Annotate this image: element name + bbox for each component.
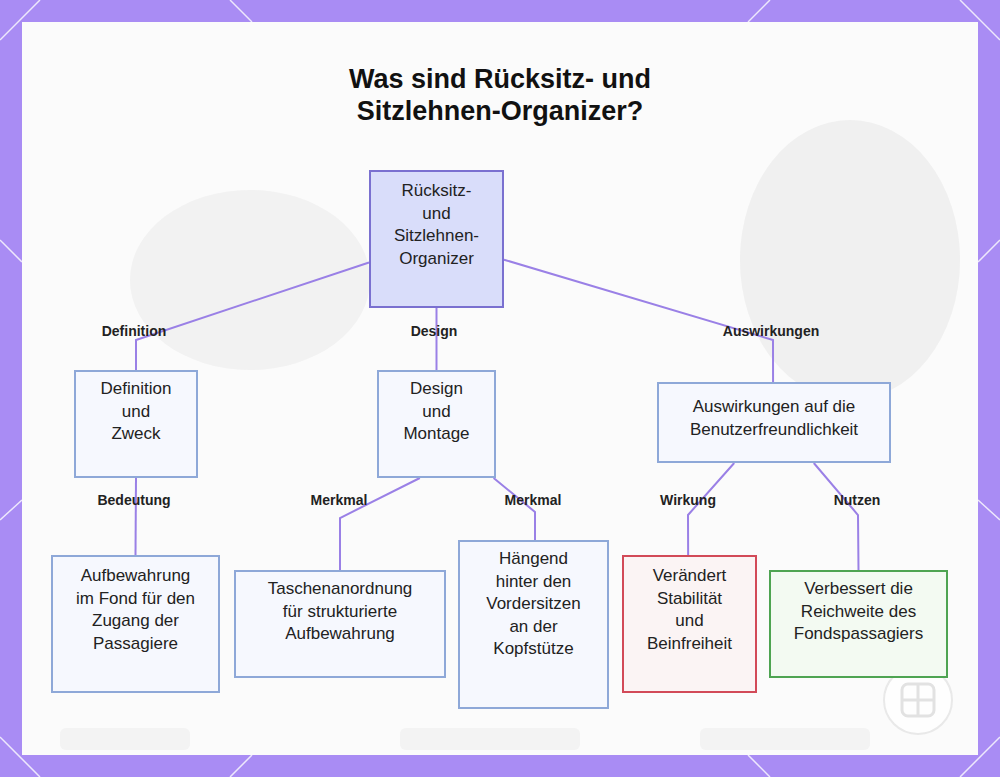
node-label: Hängend hinter den Vordersitzen an der K… <box>482 548 586 661</box>
node-label: Aufbewahrung im Fond für den Zugang der … <box>75 565 197 655</box>
topic-box: Definition und Zweck <box>74 370 198 478</box>
connector-line <box>504 260 773 382</box>
connector-line <box>688 463 734 555</box>
edge-label: Nutzen <box>834 492 881 508</box>
edge-label: Wirkung <box>660 492 716 508</box>
connector-line <box>135 478 138 555</box>
connector-line <box>136 262 369 370</box>
edge-label: Auswirkungen <box>723 323 819 339</box>
node-label: Verändert Stabilität und Beinfreiheit <box>641 565 739 655</box>
node-label: Rücksitz- und Sitzlehnen-Organizer <box>391 180 483 270</box>
topic-box: Design und Montage <box>377 370 496 478</box>
diagram-title: Was sind Rücksitz- und Sitzlehnen-Organi… <box>300 63 700 127</box>
edge-label: Merkmal <box>505 492 562 508</box>
connector-line <box>494 478 535 540</box>
node-label: Verbessert die Reichweite des Fondspassa… <box>790 578 928 646</box>
panel-overlay <box>22 22 978 755</box>
edge-label: Definition <box>102 323 167 339</box>
node-label: Auswirkungen auf die Benutzerfreundlichk… <box>672 396 877 441</box>
edge-label: Design <box>411 323 458 339</box>
connector-line <box>340 478 420 570</box>
root-box: Rücksitz- und Sitzlehnen-Organizer <box>369 170 504 308</box>
node-label: Taschenanordnung für strukturierte Aufbe… <box>256 578 424 646</box>
edge-label: Bedeutung <box>97 492 170 508</box>
node-label: Design und Montage <box>400 378 474 446</box>
detail-box: Aufbewahrung im Fond für den Zugang der … <box>51 555 220 693</box>
detail-box: Taschenanordnung für strukturierte Aufbe… <box>234 570 446 678</box>
edge-label: Merkmal <box>311 492 368 508</box>
benefit-box: Verbessert die Reichweite des Fondspassa… <box>769 570 948 678</box>
connector-line <box>436 308 438 370</box>
connector-line <box>814 463 859 570</box>
panel <box>22 22 978 755</box>
topic-box: Auswirkungen auf die Benutzerfreundlichk… <box>657 382 891 463</box>
detail-box: Hängend hinter den Vordersitzen an der K… <box>458 540 609 709</box>
effect-box: Verändert Stabilität und Beinfreiheit <box>622 555 757 693</box>
node-label: Definition und Zweck <box>96 378 176 446</box>
